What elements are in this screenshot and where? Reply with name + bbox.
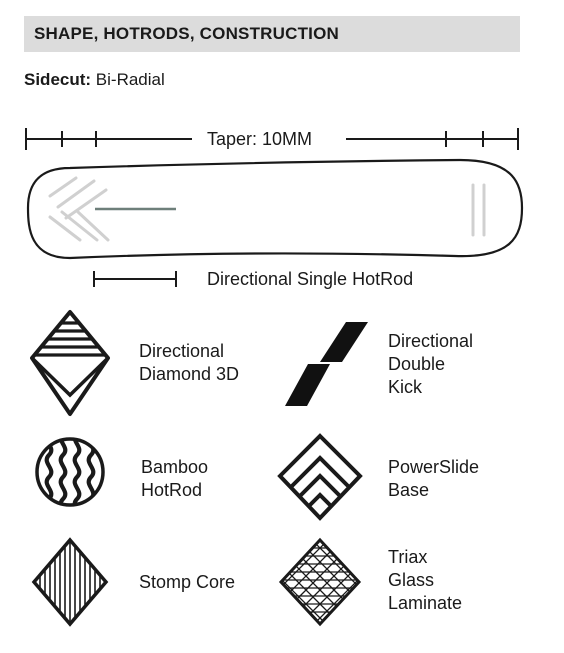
feature-label-triax-glass-laminate: Triax Glass Laminate — [388, 547, 463, 613]
sidecut-value: Bi-Radial — [95, 70, 165, 89]
feature-label-powerslide-base: PowerSlide Base — [388, 457, 480, 500]
feature-label-directional-double-kick: Directional Double Kick — [388, 331, 474, 397]
hotrod-label: Directional Single HotRod — [207, 269, 414, 289]
feature-label-stomp-core: Stomp Core — [139, 572, 236, 592]
tail-insert-marks — [471, 183, 486, 237]
powerslide-base-icon — [277, 433, 363, 521]
nose-insert-marks — [48, 176, 110, 242]
directional-diamond-3d-icon — [30, 310, 110, 416]
taper-dimension-line — [25, 128, 519, 150]
taper-label: Taper: 10MM — [207, 129, 313, 149]
directional-double-kick-icon — [285, 322, 368, 406]
snowboard-outline — [26, 158, 524, 260]
feature-label-directional-diamond-3d: Directional Diamond 3D — [139, 341, 240, 384]
hotrod-dimension-line — [93, 271, 177, 287]
section-title: SHAPE, HOTRODS, CONSTRUCTION — [34, 24, 340, 43]
bamboo-hotrod-icon — [35, 437, 105, 507]
feature-label-bamboo-hotrod: Bamboo HotRod — [141, 457, 209, 500]
sidecut-info: Sidecut: Bi-Radial — [24, 70, 165, 90]
sidecut-label: Sidecut: — [24, 70, 92, 89]
stomp-core-icon — [31, 537, 109, 627]
triax-glass-laminate-icon — [278, 537, 362, 627]
section-header: SHAPE, HOTRODS, CONSTRUCTION — [24, 16, 520, 52]
